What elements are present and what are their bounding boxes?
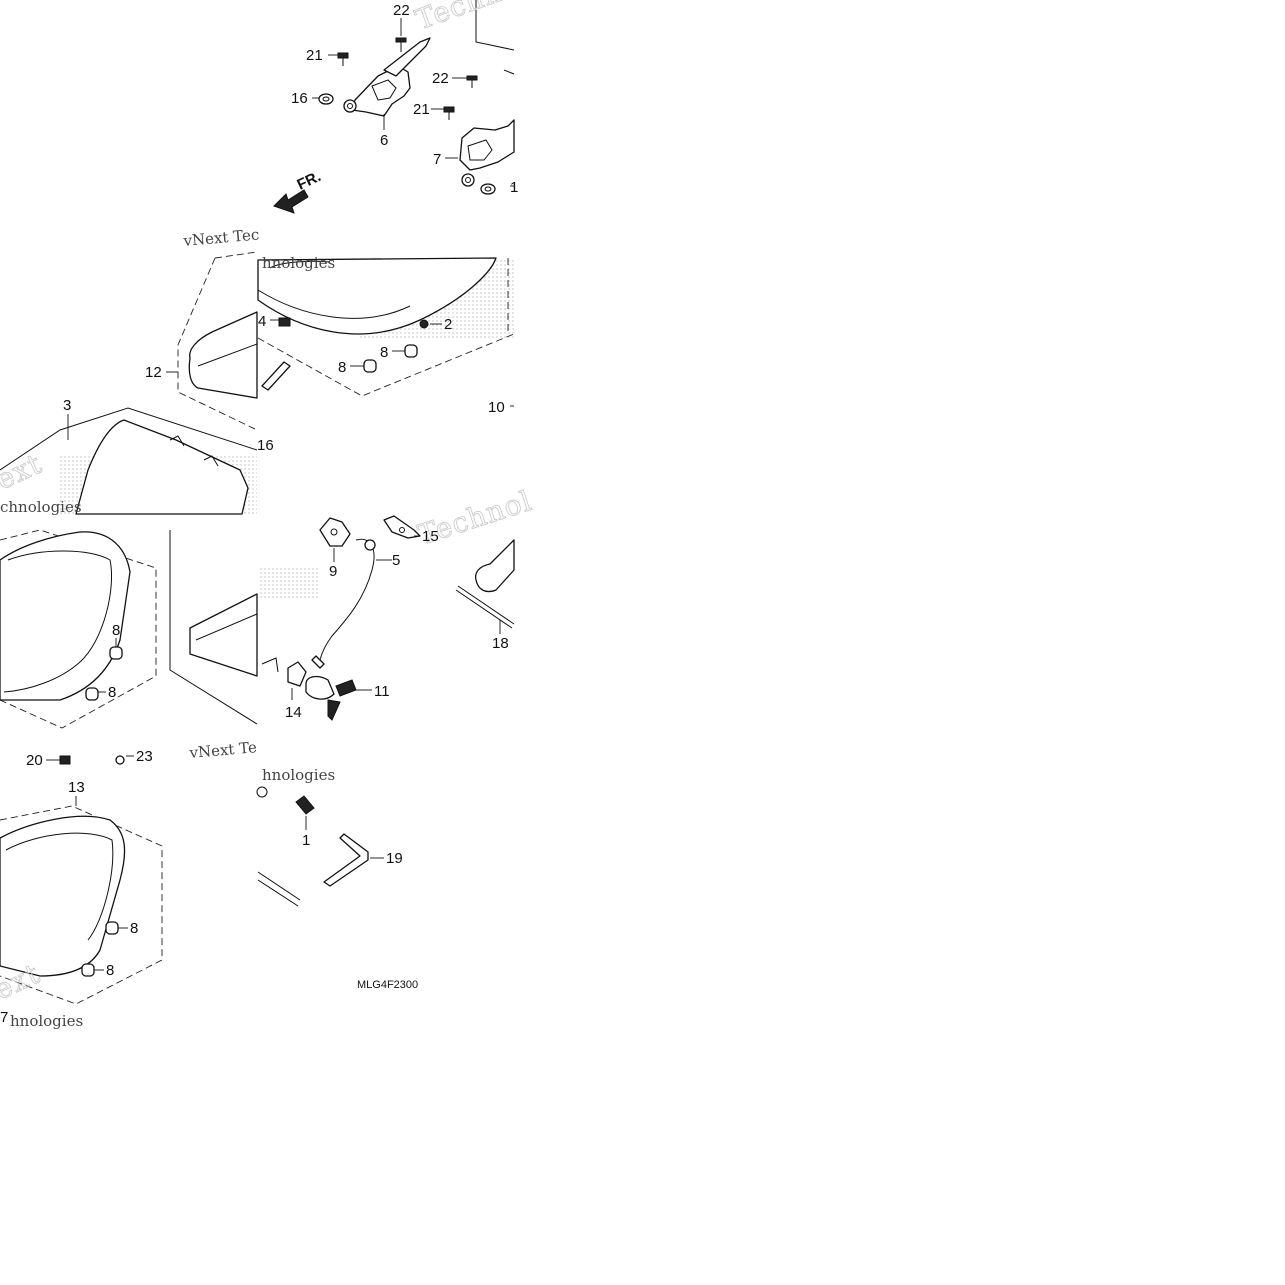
watermark-9: hnologies: [10, 1012, 83, 1030]
rubber-8-left-a: [109, 646, 123, 660]
callout-7-edge: 7: [0, 1009, 8, 1026]
callout-8-left-a: 8: [112, 622, 120, 639]
rubber-8-left-b: [85, 687, 99, 701]
callout-14: 14: [285, 704, 302, 721]
watermark-8: chnologies: [0, 498, 82, 516]
callout-4: 4: [258, 313, 266, 330]
tile-rear-seat-pad: [257, 257, 515, 407]
callout-8-center-b: 8: [380, 344, 388, 361]
tile-front-seat: [0, 407, 258, 515]
hex-wrench-19: [323, 833, 369, 887]
callout-10: 10: [488, 399, 505, 416]
grommet-16-right: [480, 183, 496, 195]
lock-holder-14: [261, 657, 307, 687]
bolt-22-right: [466, 75, 478, 88]
cable-5: [311, 538, 376, 669]
tile-seat-lock: [258, 515, 515, 721]
callout-16-mid: 16: [257, 437, 274, 454]
grip-tool: [474, 539, 515, 593]
rubber-8-bottom-a: [105, 921, 119, 935]
callout-8-left-b: 8: [108, 684, 116, 701]
callout-18: 18: [492, 635, 509, 652]
watermark-3: hnologies: [262, 254, 335, 272]
tile-seat-cowl: [166, 251, 258, 431]
callout-16-top: 16: [291, 90, 308, 107]
tile-seat-brackets: [273, 0, 515, 214]
callout-19: 19: [386, 850, 403, 867]
callout-21-right: 21: [413, 101, 430, 118]
watermark-2: vNext Tec: [182, 225, 260, 250]
washer-23: [115, 755, 125, 765]
seat-catch-9: [319, 517, 351, 547]
nut-2: [419, 319, 429, 329]
rubber-8-center-b: [404, 344, 418, 358]
callout-5: 5: [392, 552, 400, 569]
callout-8-bottom-a: 8: [130, 920, 138, 937]
callout-15: 15: [422, 528, 439, 545]
callout-21-left: 21: [306, 47, 323, 64]
seat-bracket-left-part: [343, 37, 431, 117]
callout-1: 1: [302, 832, 310, 849]
callout-13: 13: [68, 779, 85, 796]
rubber-8-bottom-b: [81, 963, 95, 977]
watermark-5: hnologies: [262, 766, 335, 784]
clip-4: [278, 317, 291, 327]
callout-11: 11: [374, 683, 390, 700]
callout-8-center-a: 8: [338, 359, 346, 376]
rod-18: [455, 585, 515, 629]
callout-3: 3: [63, 397, 71, 414]
front-direction-label: FR.: [295, 168, 324, 194]
seat-bracket-right-part: [459, 119, 515, 187]
grommet-16: [318, 93, 334, 105]
seat-lock-11: [305, 675, 357, 721]
callout-23: 23: [136, 748, 153, 765]
tile-pillion-seat: [0, 529, 258, 765]
tile-rear-seat: [0, 796, 163, 1005]
tile-tools: [256, 786, 384, 907]
callout-22-top: 22: [393, 2, 410, 19]
callout-22-right: 22: [432, 70, 449, 87]
callout-20: 20: [26, 752, 43, 769]
front-direction-arrow: [273, 189, 309, 214]
bolt-21-left: [337, 52, 349, 66]
callout-16-edge: 1: [510, 179, 518, 196]
callouts: 22 21 22 16 21 6 7 1 FR. 4 2 8 8 12 10 3…: [0, 2, 518, 1026]
clip-1: [295, 795, 315, 815]
bolt-21-right: [443, 106, 455, 120]
bolt-20: [59, 755, 71, 765]
diagram-code: MLG4F2300: [357, 979, 418, 991]
callout-9: 9: [329, 563, 337, 580]
watermark-4: vNext Te: [188, 738, 258, 762]
callout-7: 7: [433, 151, 441, 168]
callout-8-bottom-b: 8: [106, 962, 114, 979]
tool-shaft: [257, 871, 301, 907]
rubber-8-center-a: [363, 359, 377, 373]
callout-6: 6: [380, 132, 388, 149]
watermark-7: ext: [0, 447, 47, 497]
callout-2: 2: [444, 316, 452, 333]
callout-12: 12: [145, 364, 162, 381]
bolt-22-top: [395, 37, 407, 52]
